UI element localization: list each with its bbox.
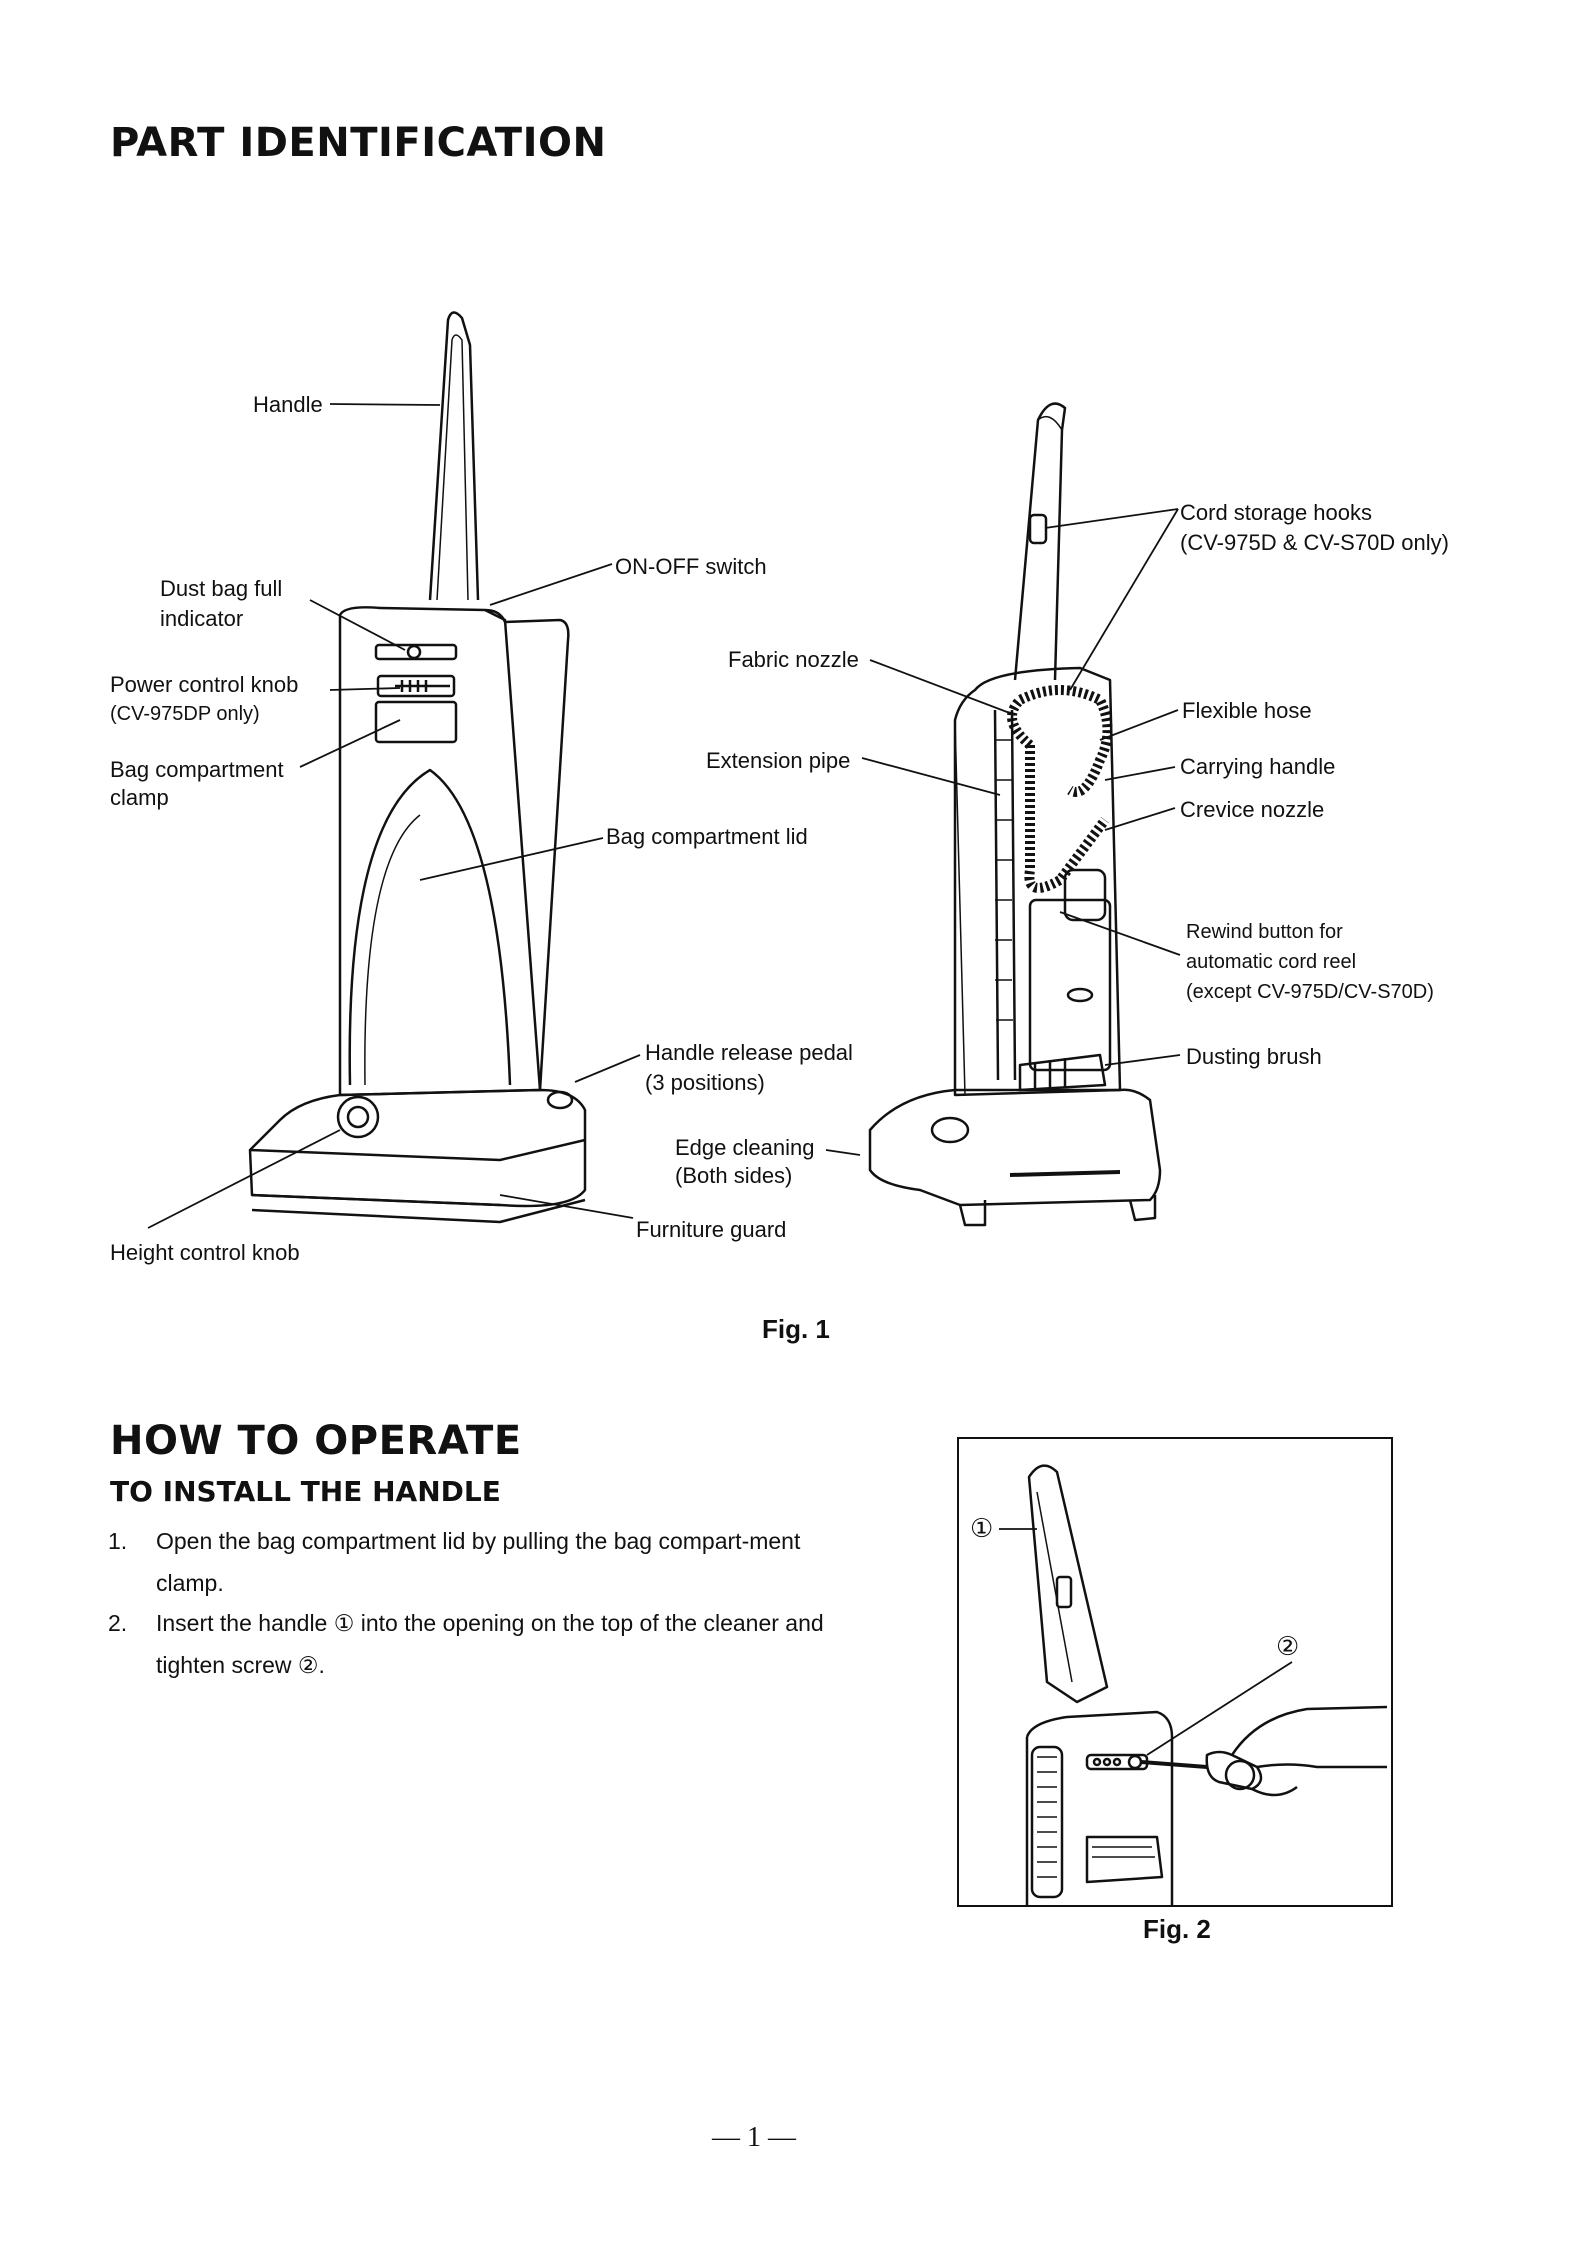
label-dust-bag-indicator-2: indicator	[160, 606, 244, 631]
figure-1-caption: Fig. 1	[762, 1314, 830, 1344]
figure-1-illustration	[147, 311, 1181, 1229]
label-rewind-button-1: Rewind button for	[1186, 921, 1343, 943]
label-handle-release-pedal-2: (3 positions)	[645, 1070, 765, 1095]
label-edge-cleaning-2: (Both sides)	[675, 1163, 793, 1188]
step-1: 1. Open the bag compartment lid by pulli…	[108, 1520, 848, 1604]
label-furniture-guard: Furniture guard	[636, 1217, 787, 1242]
label-rewind-button-3: (except CV-975D/CV-S70D)	[1186, 981, 1434, 1003]
label-bag-compartment-clamp-2: clamp	[110, 785, 169, 810]
section-title-part-identification: PART IDENTIFICATION	[110, 120, 607, 166]
figure-2-frame	[957, 1437, 1393, 1907]
label-flexible-hose: Flexible hose	[1182, 698, 1312, 723]
step-2: 2. Insert the handle ① into the opening …	[108, 1602, 848, 1686]
label-cord-storage-hooks-2: (CV-975D & CV-S70D only)	[1180, 530, 1449, 555]
label-dusting-brush: Dusting brush	[1186, 1044, 1322, 1069]
label-bag-compartment-lid: Bag compartment lid	[606, 824, 808, 849]
label-power-control-knob-note: (CV-975DP only)	[110, 703, 260, 725]
label-rewind-button-2: automatic cord reel	[1186, 951, 1357, 973]
figure-2-caption: Fig. 2	[1143, 1914, 1211, 1944]
figure-2-callout-2: ②	[1276, 1632, 1300, 1662]
label-bag-compartment-clamp-1: Bag compartment	[110, 757, 284, 782]
label-power-control-knob: Power control knob	[110, 672, 299, 697]
label-handle-release-pedal-1: Handle release pedal	[645, 1040, 853, 1065]
step-1-text: Open the bag compartment lid by pulling …	[156, 1528, 801, 1596]
label-cord-storage-hooks-1: Cord storage hooks	[1180, 500, 1372, 525]
figure-2-callout-1: ①	[970, 1514, 994, 1544]
step-1-number: 1.	[108, 1528, 128, 1554]
label-fabric-nozzle: Fabric nozzle	[728, 647, 859, 672]
subsection-title-install-handle: TO INSTALL THE HANDLE	[110, 1475, 501, 1508]
step-2-text: Insert the handle ① into the opening on …	[156, 1610, 824, 1678]
label-carrying-handle: Carrying handle	[1180, 754, 1336, 779]
label-crevice-nozzle: Crevice nozzle	[1180, 797, 1325, 822]
label-handle: Handle	[253, 392, 323, 417]
figure-2-illustration	[999, 1464, 1388, 1907]
label-height-control-knob: Height control knob	[110, 1240, 300, 1265]
label-on-off-switch: ON-OFF switch	[615, 554, 767, 579]
label-extension-pipe: Extension pipe	[706, 748, 851, 773]
step-2-number: 2.	[108, 1610, 128, 1636]
label-edge-cleaning-1: Edge cleaning	[675, 1135, 815, 1160]
page-number: — 1 —	[712, 2122, 796, 2153]
label-dust-bag-indicator-1: Dust bag full	[160, 576, 283, 601]
section-title-how-to-operate: HOW TO OPERATE	[110, 1418, 522, 1464]
